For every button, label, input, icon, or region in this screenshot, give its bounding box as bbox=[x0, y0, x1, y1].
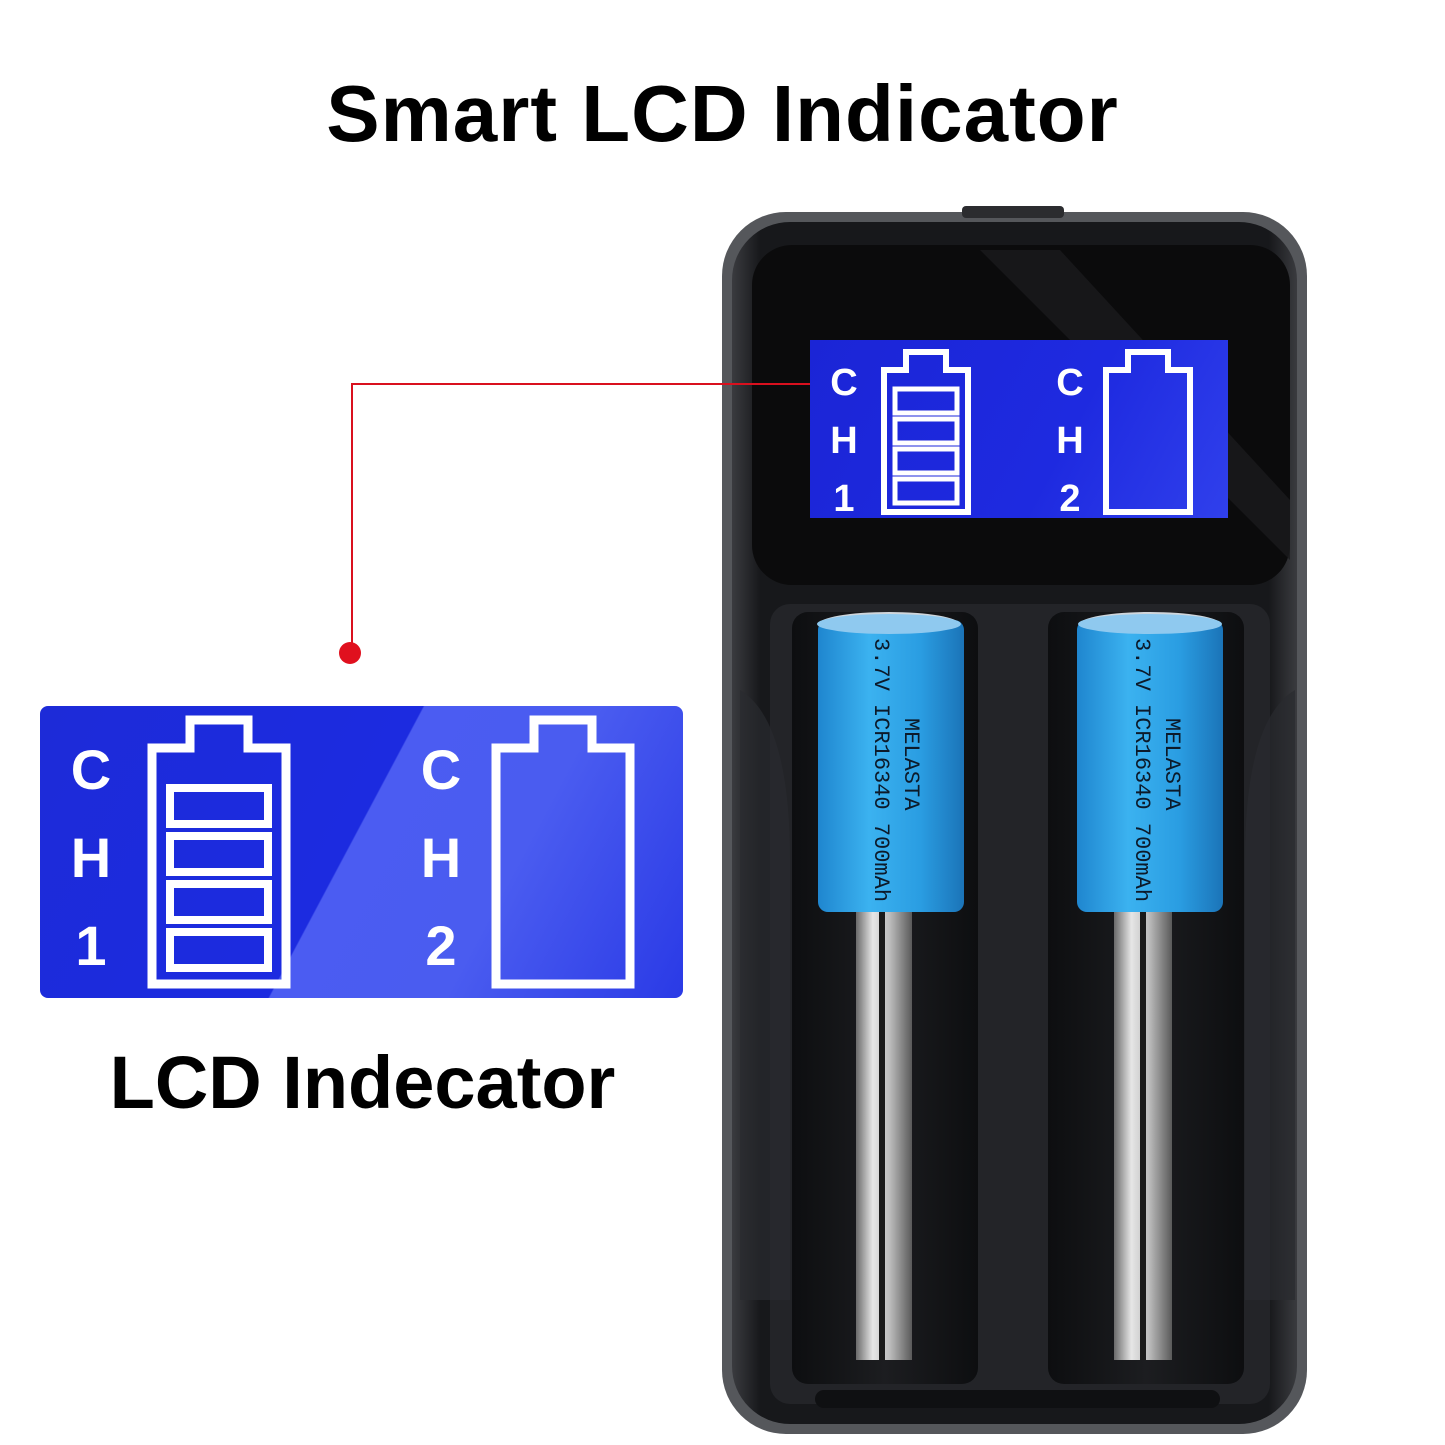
ch1-battery-icon bbox=[147, 715, 291, 989]
charger-top-button bbox=[962, 206, 1064, 218]
charge-bar bbox=[892, 416, 960, 446]
lcd-caption: LCD Indecator bbox=[109, 1041, 616, 1124]
callout-dot bbox=[339, 642, 361, 664]
cell-2-brand: MELASTA bbox=[1159, 718, 1184, 811]
battery-cell-2 bbox=[1077, 620, 1223, 912]
charge-bar bbox=[166, 832, 272, 876]
battery-cell-1 bbox=[818, 620, 964, 912]
cell-2-spec: 3.7V ICR16340 700mAh bbox=[1129, 638, 1154, 902]
charge-bar bbox=[166, 880, 272, 924]
charge-bar bbox=[892, 446, 960, 476]
ch2-battery-icon bbox=[491, 715, 635, 989]
ch2-battery-icon-small bbox=[1103, 349, 1193, 515]
charge-bar bbox=[892, 386, 960, 416]
cell-1-brand: MELASTA bbox=[898, 718, 923, 811]
cell-1-spec: 3.7V ICR16340 700mAh bbox=[868, 638, 893, 902]
charge-bar bbox=[892, 476, 960, 506]
charge-bar bbox=[166, 928, 272, 972]
callout-line bbox=[351, 383, 812, 652]
charge-bar bbox=[166, 784, 272, 828]
ch1-battery-icon-small bbox=[881, 349, 971, 515]
page-title: Smart LCD Indicator bbox=[326, 69, 1119, 158]
